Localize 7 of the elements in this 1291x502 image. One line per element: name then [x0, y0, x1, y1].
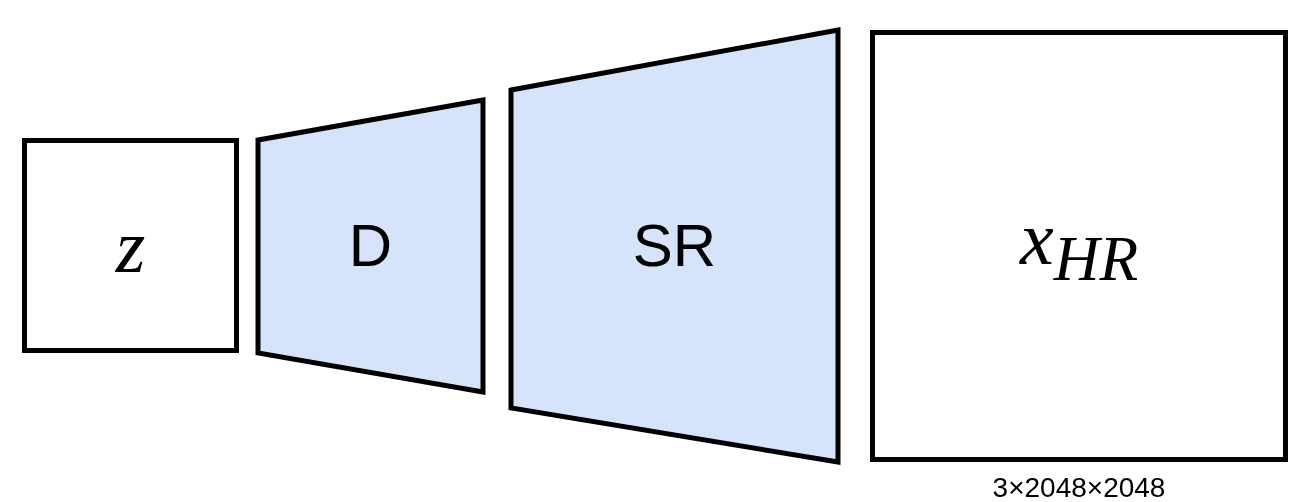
- block-label: SR: [632, 216, 717, 276]
- dimension-label: 3×2048×2048: [992, 472, 1166, 502]
- block-label: x$_{HR}$: [1019, 200, 1139, 292]
- block-label: D: [348, 216, 393, 276]
- square-block: [22, 138, 239, 353]
- block-label: z: [115, 207, 146, 284]
- square-block: [870, 30, 1288, 462]
